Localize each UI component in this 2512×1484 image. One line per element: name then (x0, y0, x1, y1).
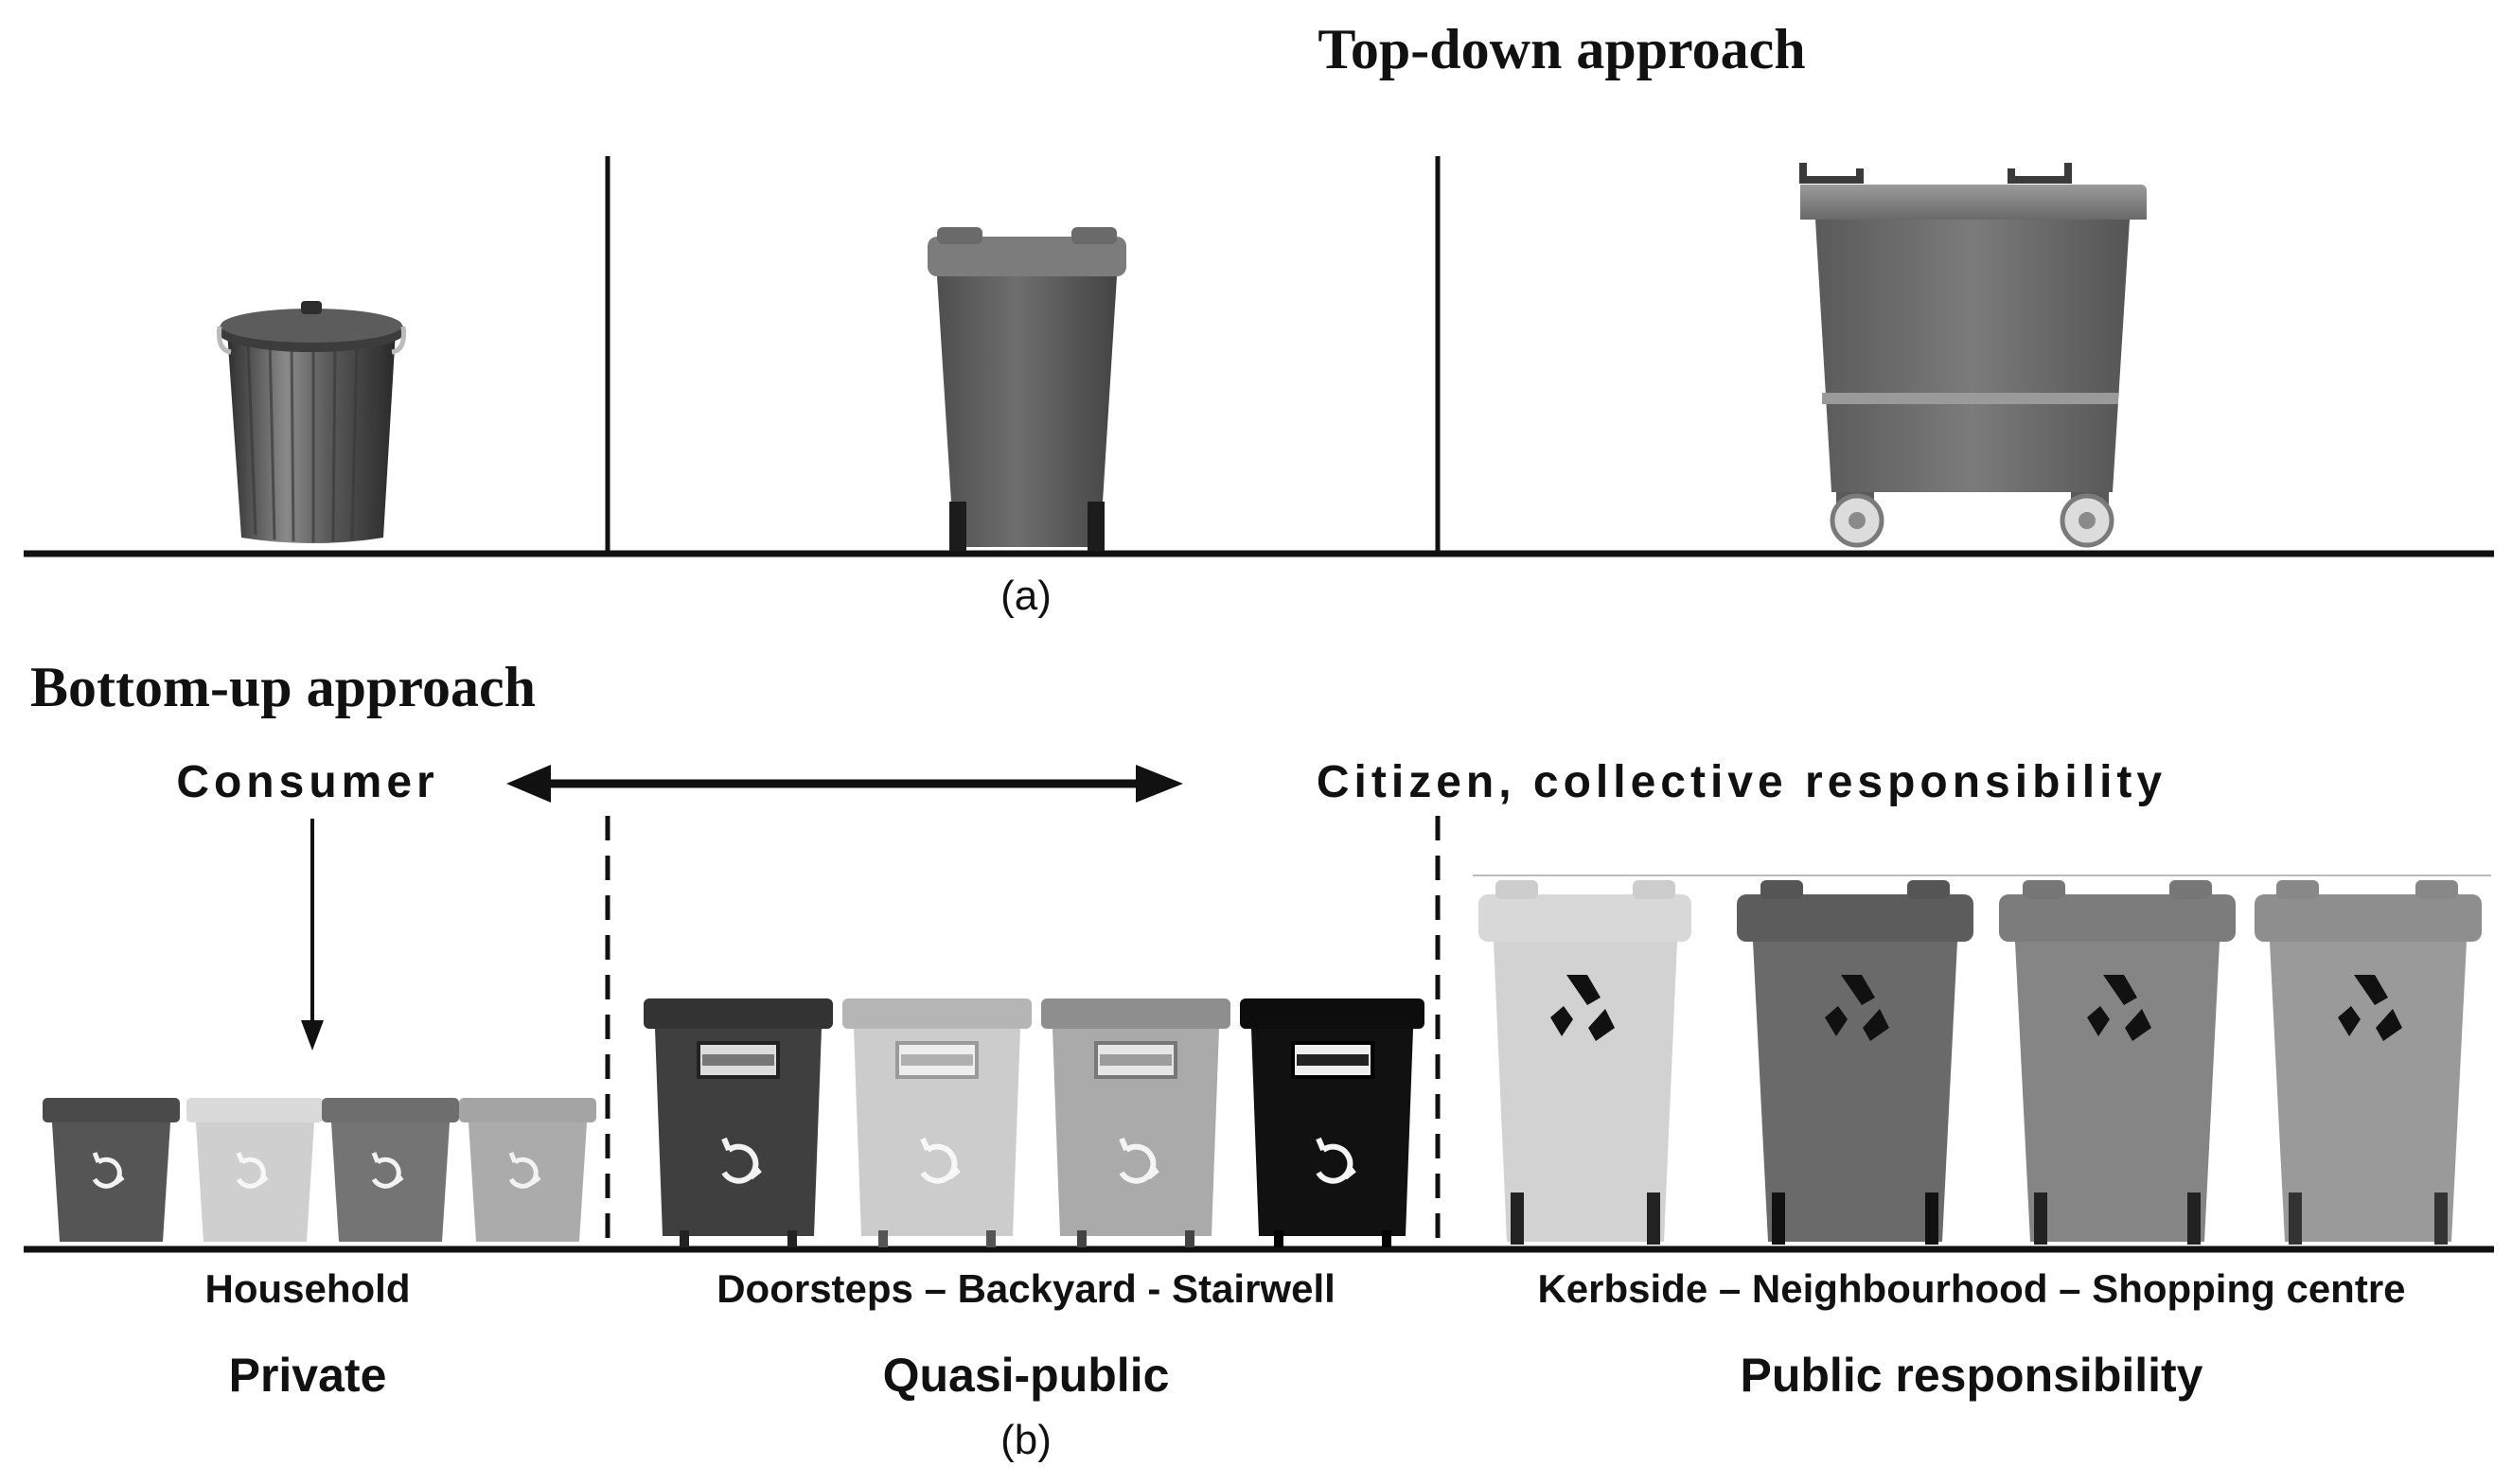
household-bin (43, 1098, 180, 1242)
recycle-icon (236, 1152, 269, 1189)
large-container-icon (1799, 163, 2147, 548)
metal-dustbin-icon (217, 301, 406, 543)
double-arrow-icon (506, 765, 1183, 803)
citizen-label: Citizen, collective responsibility (1317, 757, 2167, 807)
wheelie-bin-icon (928, 227, 1126, 551)
panel-a-title: Top-down approach (1318, 18, 1805, 80)
zone-responsibility-label: Public responsibility (1741, 1349, 2203, 1402)
zone-responsibility-label: Private (229, 1349, 387, 1402)
zone-responsibility-label: Quasi-public (883, 1349, 1170, 1402)
panel-b: Bottom-up approach Consumer Citizen, col… (24, 656, 2494, 1463)
quasi-public-bin (1240, 998, 1424, 1247)
recycle-icon (920, 1137, 961, 1184)
down-arrow-icon (301, 819, 324, 1051)
recycle-icon (721, 1137, 762, 1184)
household-bin (459, 1098, 596, 1242)
zone-location-label: Doorsteps – Backyard - Stairwell (716, 1266, 1336, 1311)
household-bin (186, 1098, 324, 1242)
public-wheelie-bin (2255, 880, 2482, 1245)
zone-location-label: Kerbside – Neighbourhood – Shopping cent… (1537, 1266, 2405, 1311)
recycle-icon (1825, 975, 1889, 1041)
panel-a-caption: (a) (1000, 573, 1052, 619)
recycle-icon (2087, 975, 2151, 1041)
panel-a: Top-down approach (24, 18, 2494, 619)
public-wheelie-bin (1478, 880, 1691, 1245)
zone-location-label: Household (205, 1266, 411, 1311)
household-bins (43, 1098, 596, 1242)
recycle-icon (1119, 1137, 1159, 1184)
public-wheelie-bin (1737, 880, 1973, 1245)
panel-b-caption: (b) (1000, 1417, 1052, 1463)
public-wheelie-bin (1999, 880, 2236, 1245)
household-bin (322, 1098, 459, 1242)
recycle-icon (508, 1152, 541, 1189)
panel-b-title: Bottom-up approach (30, 656, 536, 718)
quasi-public-bin (644, 998, 833, 1247)
quasi-public-bins (644, 998, 1424, 1247)
recycle-icon (1316, 1137, 1356, 1184)
consumer-label: Consumer (176, 757, 438, 807)
quasi-public-bin (1041, 998, 1230, 1247)
recycle-icon (2338, 975, 2402, 1041)
recycle-icon (92, 1152, 125, 1189)
public-bins (1478, 880, 2482, 1245)
quasi-public-bin (842, 998, 1032, 1247)
recycle-icon (1550, 975, 1615, 1041)
recycle-icon (371, 1152, 404, 1189)
